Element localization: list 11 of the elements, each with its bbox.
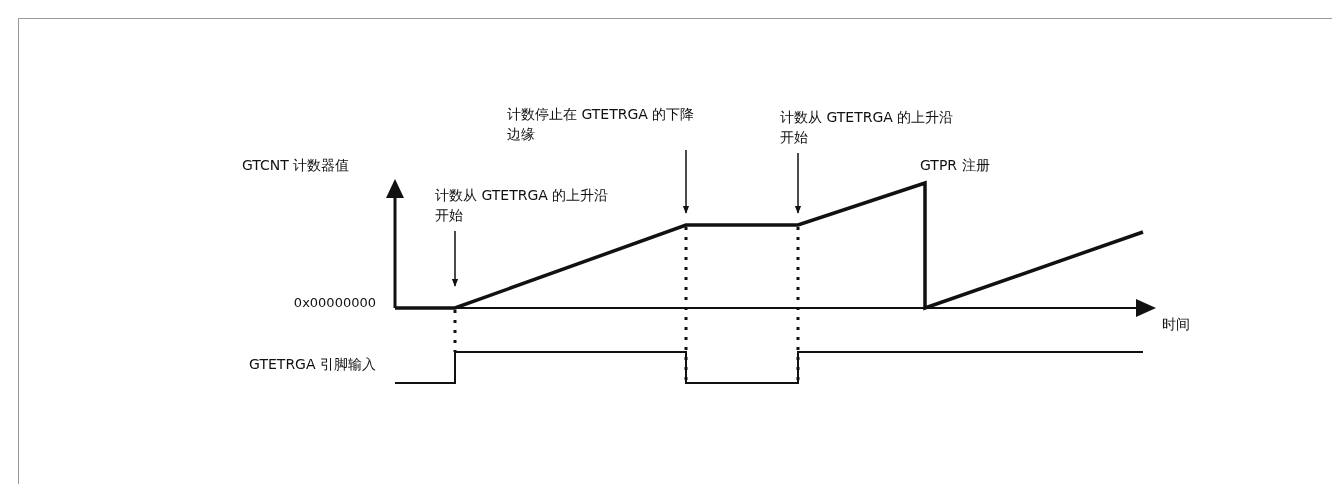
arrow (682, 149, 690, 214)
arrow (451, 230, 459, 287)
axis-label: GTCNT 计数器值 (242, 156, 350, 175)
arrow (794, 152, 802, 214)
annotation-text: 计数停止在 GTETRGA 的下降边缘 (507, 104, 702, 144)
zero-value-label: 0x00000000 (293, 294, 376, 312)
axis-label: 时间 (1162, 315, 1190, 334)
signal-label: GTETRGA 引脚输入 (249, 355, 376, 374)
annotation-text: 计数从 GTETRGA 的上升沿开始 (435, 185, 617, 225)
register-label: GTPR 注册 (920, 156, 990, 175)
annotation-text: 计数从 GTETRGA 的上升沿开始 (780, 107, 962, 147)
